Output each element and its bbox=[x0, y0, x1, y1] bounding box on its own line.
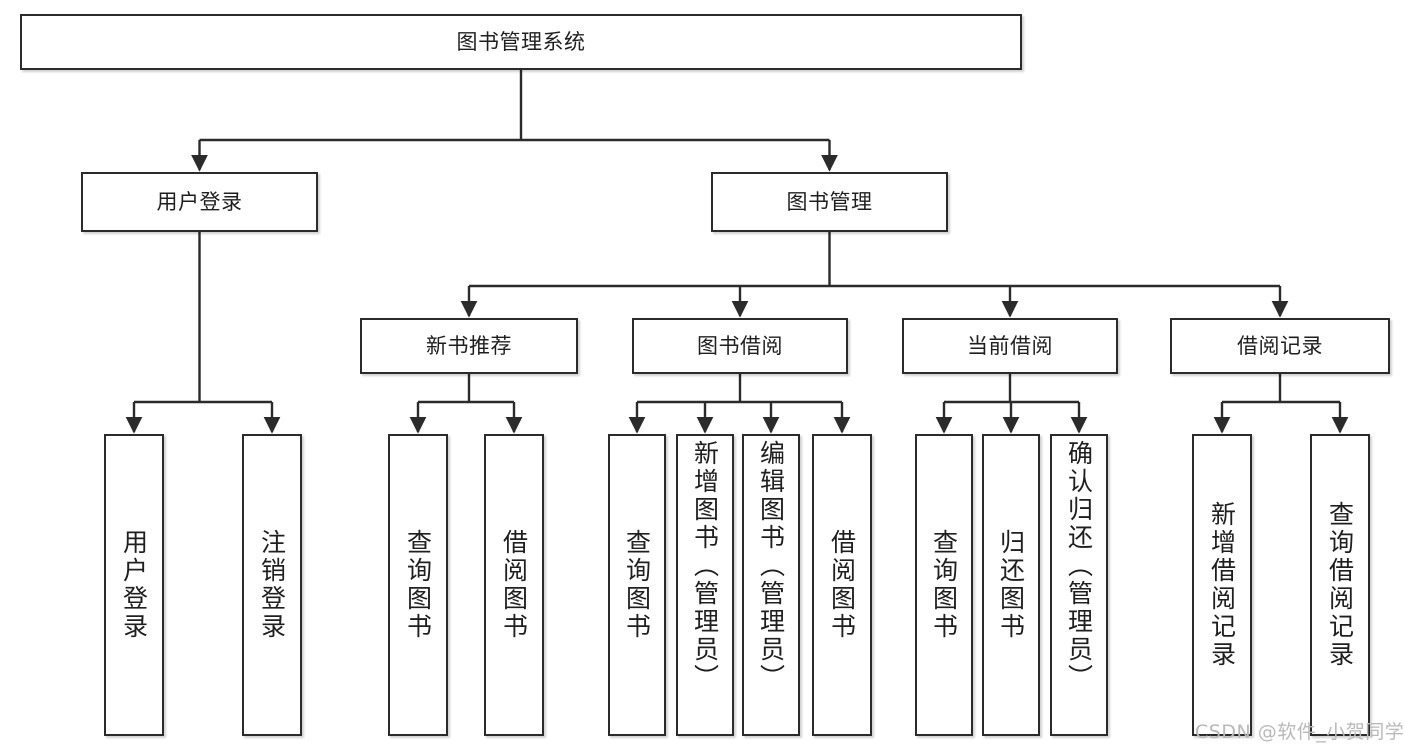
node-leaf-borrow-book-1[interactable]: 借阅图书 bbox=[484, 434, 544, 736]
node-label: 借阅记录 bbox=[1237, 333, 1323, 358]
node-leaf-add-book-admin[interactable]: 新增图书（管理员） bbox=[676, 434, 734, 736]
node-leaf-logout-login[interactable]: 注销登录 bbox=[242, 434, 302, 736]
node-label: 图书借阅 bbox=[697, 333, 783, 358]
node-leaf-return-book[interactable]: 归还图书 bbox=[982, 434, 1040, 736]
node-label: 图书管理系统 bbox=[456, 29, 586, 54]
node-leaf-edit-book-admin[interactable]: 编辑图书（管理员） bbox=[742, 434, 800, 736]
node-leaf-confirm-return-admin[interactable]: 确认归还（管理员） bbox=[1050, 434, 1108, 736]
node-user-login[interactable]: 用户登录 bbox=[81, 172, 318, 232]
node-label: 借阅图书 bbox=[499, 529, 529, 641]
node-label: 查询图书 bbox=[403, 529, 433, 641]
node-label: 编辑图书（管理员） bbox=[756, 440, 786, 692]
node-leaf-query-borrow-record[interactable]: 查询借阅记录 bbox=[1310, 434, 1370, 736]
node-label: 用户登录 bbox=[119, 529, 149, 641]
node-label: 查询图书 bbox=[929, 529, 959, 641]
node-current-borrow[interactable]: 当前借阅 bbox=[902, 318, 1118, 374]
node-leaf-add-borrow-record[interactable]: 新增借阅记录 bbox=[1192, 434, 1252, 736]
node-book-borrow[interactable]: 图书借阅 bbox=[632, 318, 848, 374]
node-book-manage[interactable]: 图书管理 bbox=[711, 172, 948, 232]
node-leaf-query-book-1[interactable]: 查询图书 bbox=[388, 434, 448, 736]
node-label: 借阅图书 bbox=[827, 529, 857, 641]
node-label: 当前借阅 bbox=[967, 333, 1053, 358]
node-new-book-recommend[interactable]: 新书推荐 bbox=[360, 318, 578, 374]
node-root[interactable]: 图书管理系统 bbox=[20, 14, 1022, 70]
node-leaf-query-book-3[interactable]: 查询图书 bbox=[915, 434, 973, 736]
node-label: 用户登录 bbox=[156, 189, 243, 214]
node-label: 图书管理 bbox=[786, 189, 873, 214]
csdn-watermark: CSDN @软件_小贺同学 bbox=[1195, 721, 1405, 743]
node-label: 归还图书 bbox=[996, 529, 1026, 641]
node-leaf-borrow-book-2[interactable]: 借阅图书 bbox=[812, 434, 872, 736]
node-leaf-user-login[interactable]: 用户登录 bbox=[104, 434, 164, 736]
node-label: 新增借阅记录 bbox=[1207, 501, 1237, 669]
node-label: 新增图书（管理员） bbox=[690, 440, 720, 692]
node-label: 查询借阅记录 bbox=[1325, 501, 1355, 669]
node-leaf-query-book-2[interactable]: 查询图书 bbox=[608, 434, 666, 736]
node-label: 注销登录 bbox=[257, 529, 287, 641]
node-label: 查询图书 bbox=[622, 529, 652, 641]
node-label: 确认归还（管理员） bbox=[1064, 440, 1094, 692]
node-label: 新书推荐 bbox=[426, 333, 512, 358]
node-borrow-record[interactable]: 借阅记录 bbox=[1170, 318, 1390, 374]
